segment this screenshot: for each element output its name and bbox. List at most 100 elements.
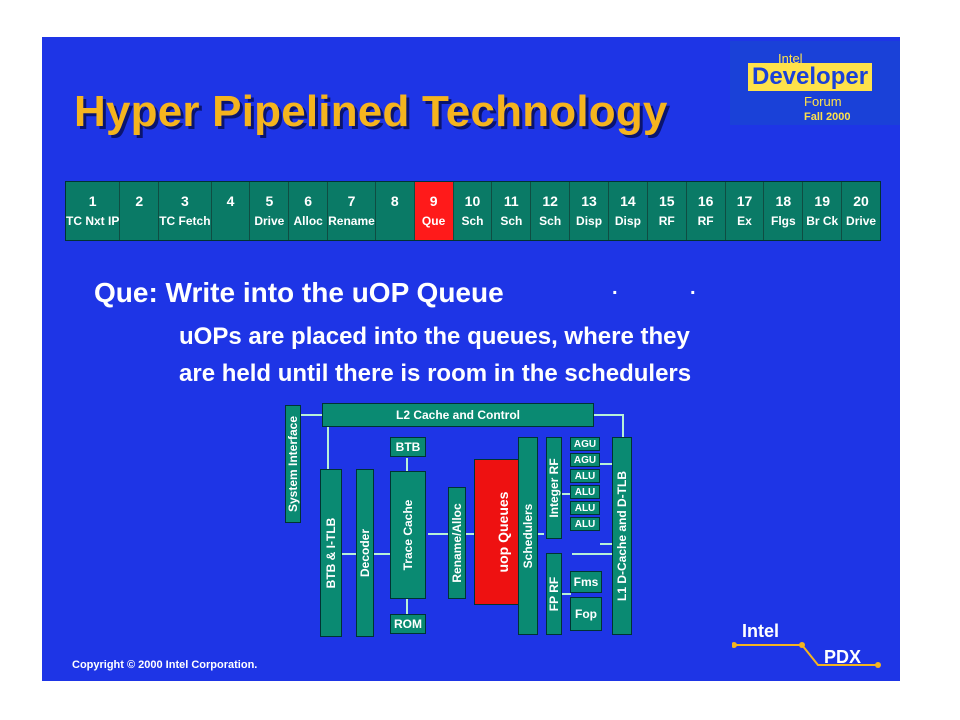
schedulers-block: Schedulers — [518, 437, 538, 635]
pipeline-stage-number: 19 — [814, 193, 830, 209]
connector — [428, 533, 448, 535]
connector — [572, 553, 612, 555]
btb-itlb-block: BTB & I-TLB — [320, 469, 342, 637]
connector — [406, 458, 408, 472]
pipeline-stage-number: 17 — [736, 193, 753, 209]
l1-dcache-block: L1 D-Cache and D-TLB — [612, 437, 632, 635]
pipeline-stage-name: Sch — [539, 214, 562, 228]
rename-alloc-block: Rename/Alloc — [448, 487, 466, 599]
pipeline-stage-2: 2 — [120, 182, 160, 240]
decoder-label: Decoder — [358, 528, 372, 578]
pipeline-stage-name: Drive — [254, 214, 285, 228]
fms-block: Fms — [570, 571, 602, 593]
rename-alloc-label: Rename/Alloc — [450, 503, 464, 583]
pdx-logo-pdx: PDX — [824, 647, 862, 667]
pipeline-stage-number: 18 — [775, 193, 792, 209]
slide-title: Hyper Pipelined Technology — [74, 87, 668, 136]
pipeline-stage-name: Flgs — [771, 214, 796, 228]
pipeline-stage-number: 7 — [347, 193, 356, 209]
pipeline-block-diagram: L2 Cache and Control System Interface BT… — [282, 403, 652, 643]
system-interface-label: System Interface — [286, 415, 300, 513]
alu-block-1: ALU — [570, 469, 600, 483]
fop-block: Fop — [570, 597, 602, 631]
fp-rf-block: FP RF — [546, 553, 562, 635]
pipeline-stage-name: RF — [697, 214, 714, 228]
integer-rf-block: Integer RF — [546, 437, 562, 539]
pipeline-stage-name: Disp — [614, 214, 641, 228]
pipeline-stage-number: 5 — [265, 193, 274, 209]
connector — [622, 414, 624, 438]
agu-block-2: AGU — [570, 453, 600, 467]
pipeline-stage-name: TC Nxt IP — [66, 214, 120, 228]
slide: Hyper Pipelined Technology Intel Develop… — [42, 37, 900, 681]
pipeline-stage-number: 15 — [658, 193, 675, 209]
pipeline-stage-number: 11 — [503, 193, 519, 209]
pipeline-stage-name: RF — [658, 214, 675, 228]
btb-itlb-label: BTB & I-TLB — [324, 517, 338, 589]
l1-dcache-label: L1 D-Cache and D-TLB — [615, 470, 629, 602]
fp-rf-label: FP RF — [547, 576, 561, 612]
alu-label-3: ALU — [574, 502, 596, 514]
alu-block-4: ALU — [570, 517, 600, 531]
agu-label-1: AGU — [573, 438, 597, 450]
pipeline-stage-number: 14 — [620, 193, 636, 209]
stray-dot-2: . — [690, 277, 696, 299]
connector — [406, 598, 408, 614]
connector — [600, 543, 612, 545]
fms-label: Fms — [573, 575, 599, 589]
pipeline-stage-number: 12 — [542, 193, 558, 209]
pipeline-stage-name: Sch — [461, 214, 484, 228]
pipeline-stage-name: TC Fetch — [159, 214, 211, 228]
pipeline-stage-name: Ex — [737, 214, 752, 228]
rom-block: ROM — [390, 614, 426, 634]
pipeline-stage-number: 16 — [697, 193, 714, 209]
pipeline-stage-name: Que — [421, 214, 446, 228]
alu-block-2: ALU — [570, 485, 600, 499]
pipeline-stage-number: 2 — [135, 193, 144, 209]
intel-pdx-logo: Intel PDX — [732, 621, 882, 673]
pipeline-stage-19: 19 Br Ck — [803, 182, 843, 240]
pipeline-stage-name: Sch — [500, 214, 523, 228]
connector — [374, 553, 390, 555]
section-heading: Que: Write into the uOP Queue — [94, 277, 504, 308]
pipeline-stage-name: Br Ck — [806, 214, 839, 228]
decoder-block: Decoder — [356, 469, 374, 637]
pipeline-stage-number: 9 — [429, 193, 438, 209]
btb-label: BTB — [395, 440, 421, 454]
connector — [466, 533, 476, 535]
agu-block-1: AGU — [570, 437, 600, 451]
connector — [600, 463, 612, 465]
description: uOPs are placed into the queues, where t… — [179, 318, 691, 392]
idf-logo-intel: Intel — [778, 51, 803, 66]
idf-logo-season: Fall 2000 — [804, 111, 851, 123]
pdx-logo-intel: Intel — [742, 621, 780, 641]
alu-label-4: ALU — [574, 518, 596, 530]
pipeline-stage-number: 1 — [88, 193, 97, 209]
pipeline-stage-8: 8 — [376, 182, 415, 240]
pipeline-stage-number: 4 — [226, 193, 235, 209]
copyright: Copyright © 2000 Intel Corporation. — [72, 659, 258, 671]
btb-block: BTB — [390, 437, 426, 457]
pipeline-stage-number: 10 — [464, 193, 481, 209]
idf-logo: Intel Developer Forum Fall 2000 — [730, 41, 900, 125]
alu-block-3: ALU — [570, 501, 600, 515]
schedulers-label: Schedulers — [521, 503, 535, 569]
fop-label: Fop — [575, 607, 597, 621]
trace-cache-label: Trace Cache — [401, 499, 415, 571]
l2-cache-label: L2 Cache and Control — [395, 408, 520, 422]
pipeline-stage-number: 8 — [390, 193, 399, 209]
uop-queues-label: uop Queues — [495, 491, 511, 573]
connector — [300, 414, 322, 416]
pipeline-stage-name: Rename — [328, 214, 375, 228]
connector — [561, 593, 571, 595]
description-line-2: are held until there is room in the sche… — [179, 360, 692, 387]
pipeline-stage-number: 20 — [853, 193, 869, 209]
